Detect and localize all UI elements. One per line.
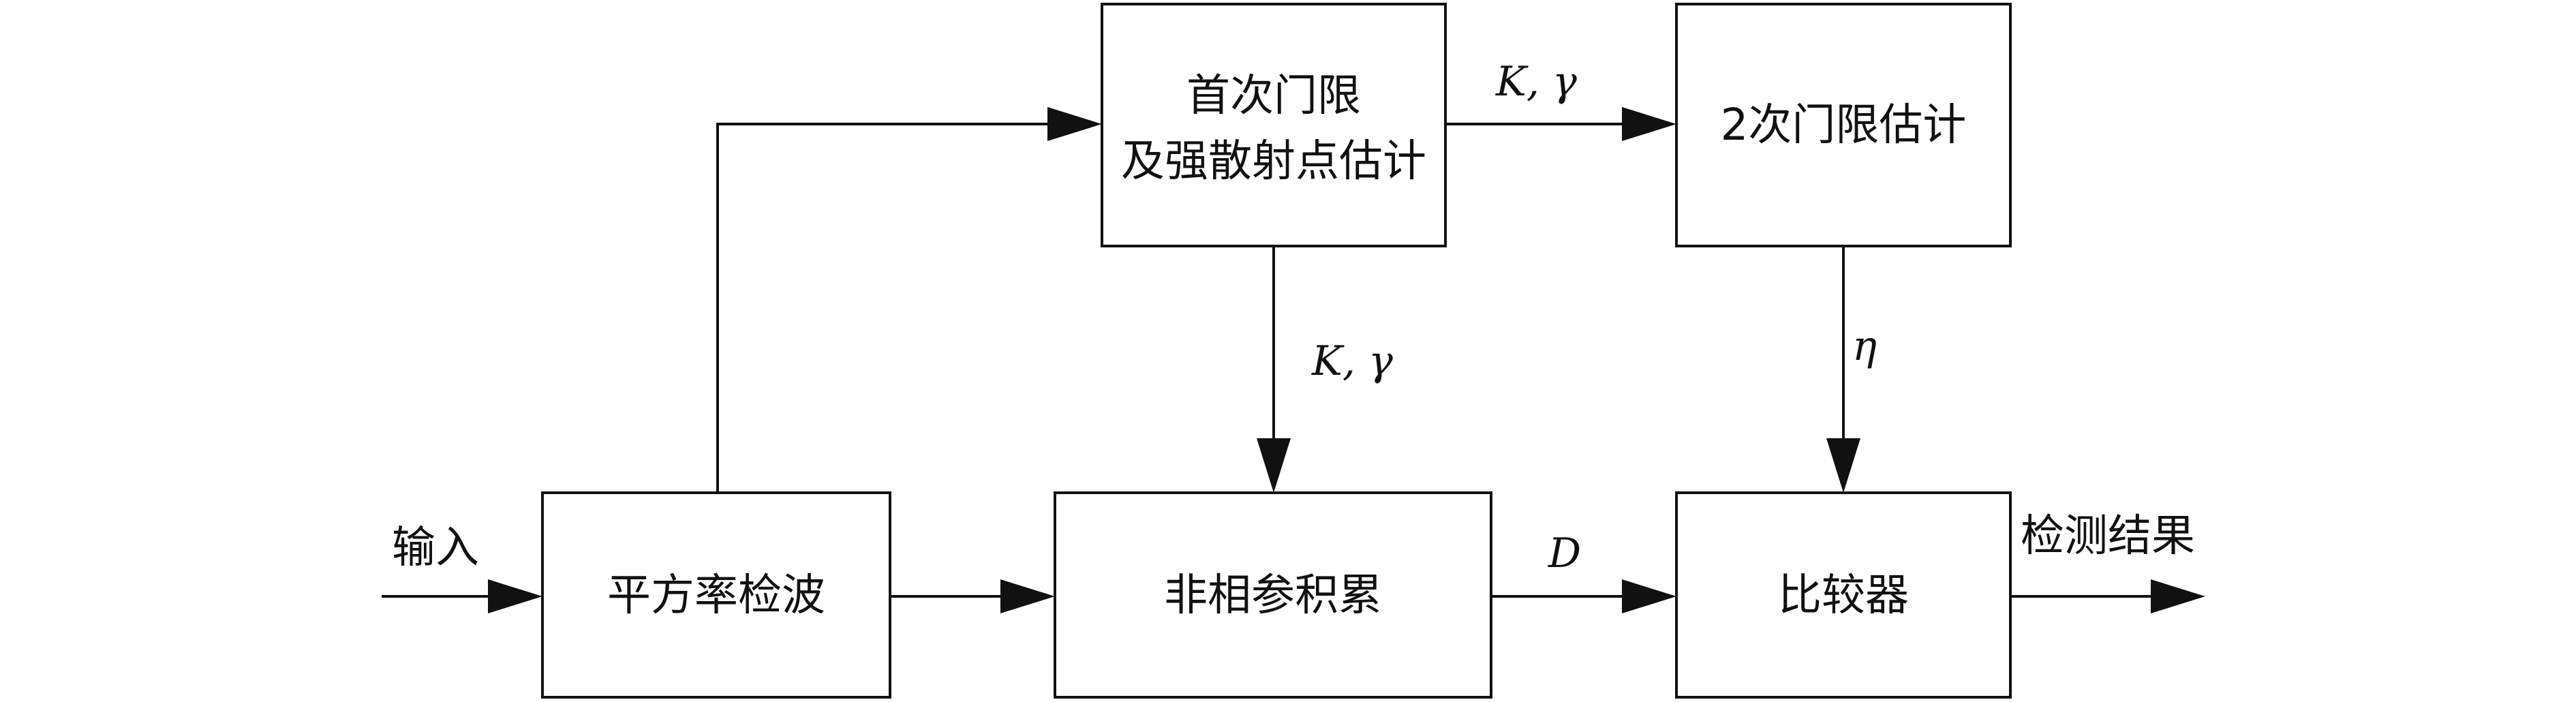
detector-to-first-threshold-arrowhead (1047, 107, 1102, 141)
input-arrowhead (488, 579, 542, 613)
first-threshold-label-line2: 及强散射点估计 (1121, 136, 1426, 187)
k-gamma-label-middle: K, γ (1311, 337, 1393, 385)
first-to-second-threshold-arrowhead (1622, 107, 1676, 141)
input-label: 输入 (392, 523, 479, 573)
d-label: D (1548, 530, 1581, 577)
second-threshold-to-comparator-arrowhead (1826, 438, 1860, 493)
eta-label: η (1852, 322, 1877, 370)
second-threshold-label: 2次门限估计 (1721, 100, 1967, 151)
first-threshold-to-integration-arrowhead (1257, 438, 1291, 493)
integration-to-comparator-arrowhead (1622, 579, 1676, 613)
comparator-block (1675, 491, 2012, 699)
output-arrowhead (2151, 579, 2205, 613)
second-threshold-block (1675, 3, 2012, 247)
comparator-label: 比较器 (1778, 570, 1909, 621)
square-law-detector-label: 平方率检波 (607, 570, 825, 621)
noncoherent-integration-label: 非相参积累 (1164, 570, 1382, 621)
output-label: 检测结果 (2021, 511, 2195, 562)
square-law-detector-block (541, 491, 891, 699)
detector-to-integration-arrowhead (1000, 579, 1055, 613)
first-threshold-label-line1: 首次门限 (1186, 71, 1361, 121)
first-threshold-block (1101, 3, 1447, 247)
noncoherent-integration-block (1054, 491, 1492, 699)
k-gamma-label-top: K, γ (1495, 58, 1577, 106)
detector-to-first-threshold-line (716, 123, 1051, 493)
